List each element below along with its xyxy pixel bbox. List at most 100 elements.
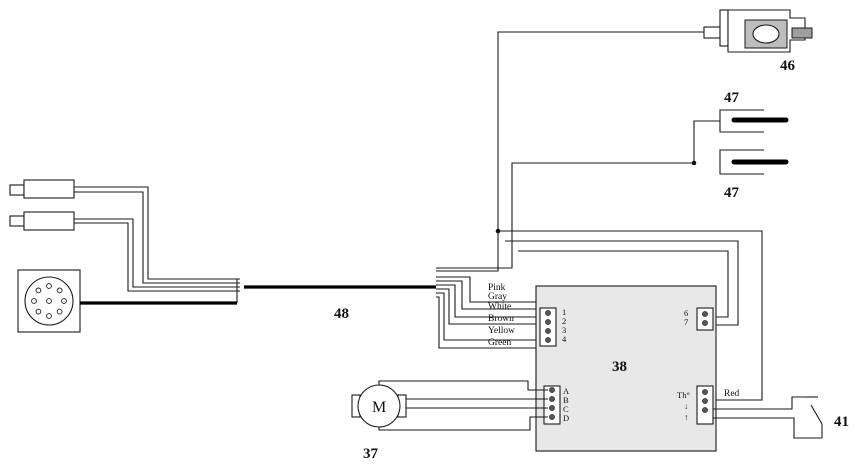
lamp-flange [719,9,729,47]
heater-top-number: 47 [724,90,740,106]
connector-pin-2 [46,283,52,289]
wire-green [436,296,540,349]
pin-label-3: 3 [562,325,566,335]
wire-to-pin-6 [518,250,729,318]
pin-right-bottom-3 [702,407,708,413]
wire-label-brown: Brown [488,314,514,324]
pin-right-top-2 [702,320,708,326]
wire-label-yellow: Yellow [488,326,515,336]
pin-left-4 [545,337,551,343]
lamp-bulb [752,24,780,44]
pin-label-up: ↑ [684,412,688,422]
pin-header-left [539,307,557,347]
switch-wire-bottom [713,417,822,439]
plug-icon [9,215,25,227]
pin-label-6: 6 [684,308,688,318]
pin-label-7: 7 [684,317,688,327]
pin-label-2: 2 [562,316,566,326]
connector-pins [31,283,67,319]
connector-pin-5 [56,308,63,315]
motor-wire-a [378,380,548,391]
connector-pin-9 [35,287,42,294]
wire-white [436,284,540,318]
wire-brown [436,288,540,325]
heater-link-top [693,120,720,163]
wire-pink [436,276,540,303]
pin-label-down: ↓ [684,401,688,411]
pin-label-c: C [563,404,569,414]
switch-icon [806,396,823,438]
lamp-assembly: 46 [703,9,813,74]
wire-red-loop [498,230,763,401]
motor: M 37 [351,384,407,462]
pin-right-bottom-1 [702,389,708,395]
pin-right-bottom-2 [702,398,708,404]
connector-pin-8 [31,298,37,304]
pin-label-1: 1 [562,307,566,317]
pin-header-right-top [696,307,714,331]
module-number: 38 [612,359,627,375]
heater-bottom-leads [719,149,764,175]
connector-pin-6 [46,313,52,319]
switch-lever [810,404,823,425]
wire-label-white: White [488,302,511,312]
pin-right-top-1 [702,311,708,317]
wire-to-lamp [436,31,705,272]
plug-body [23,179,75,199]
lamp-socket [703,26,721,39]
cable-number: 48 [334,306,349,322]
wire-to-pin-7 [505,240,739,326]
wire-to-heaters [436,162,694,269]
plug-bottom [9,211,75,231]
pin-left-1 [545,310,551,316]
heater-junction-dot [691,160,697,166]
lamp-tab [791,27,813,39]
motor-number: 37 [363,446,379,462]
pin-left-2 [545,319,551,325]
pin-motor-3 [549,405,555,411]
connector-pin-3 [56,287,63,294]
pins-right-bottom [702,389,708,413]
plug-top [9,179,75,199]
pin-label-b: B [563,395,569,405]
connector-pin-7 [35,308,42,315]
lamp-number: 46 [780,58,796,74]
pin-label-d: D [563,413,569,423]
pin-label-4: 4 [562,334,567,344]
junction-dot [495,228,501,234]
wire-gray [436,280,540,310]
pin-header-right-bottom [696,385,714,425]
pin-header-motor [543,385,561,425]
plug-icon [9,184,25,196]
switch-number: 41 [834,414,849,430]
pin-label-a: A [563,386,570,396]
plug-top-wire-a [74,186,240,280]
pin-motor-1 [549,387,555,393]
connector-pin-4 [61,298,67,304]
wire-label-gray: Gray [488,292,507,302]
plug-bottom-wire-a [74,218,240,288]
pin-left-3 [545,328,551,334]
wire-yellow [436,292,540,341]
motor-wire-d [378,416,548,431]
pin-label-th: Th° [677,390,690,400]
control-module [535,285,717,452]
wire-label-pink: Pink [488,283,506,293]
connector-pin-1 [46,298,52,304]
round-connector [17,269,81,333]
pins-right-top [702,311,708,326]
switch-wire-top [713,396,806,410]
pin-motor-4 [549,414,555,420]
wire-label-red: Red [724,389,740,399]
pin-motor-2 [549,396,555,402]
heater-bottom-number: 47 [724,185,740,201]
plug-bottom-wire-b [74,222,240,292]
wire-label-green: Green [488,338,511,348]
heater-bottom: 47 [719,149,789,201]
pins-motor [549,387,555,420]
plug-top-wire-b [74,191,240,284]
plug-body [23,211,75,231]
heater-top: 47 [719,90,789,133]
pins-left [545,310,551,343]
